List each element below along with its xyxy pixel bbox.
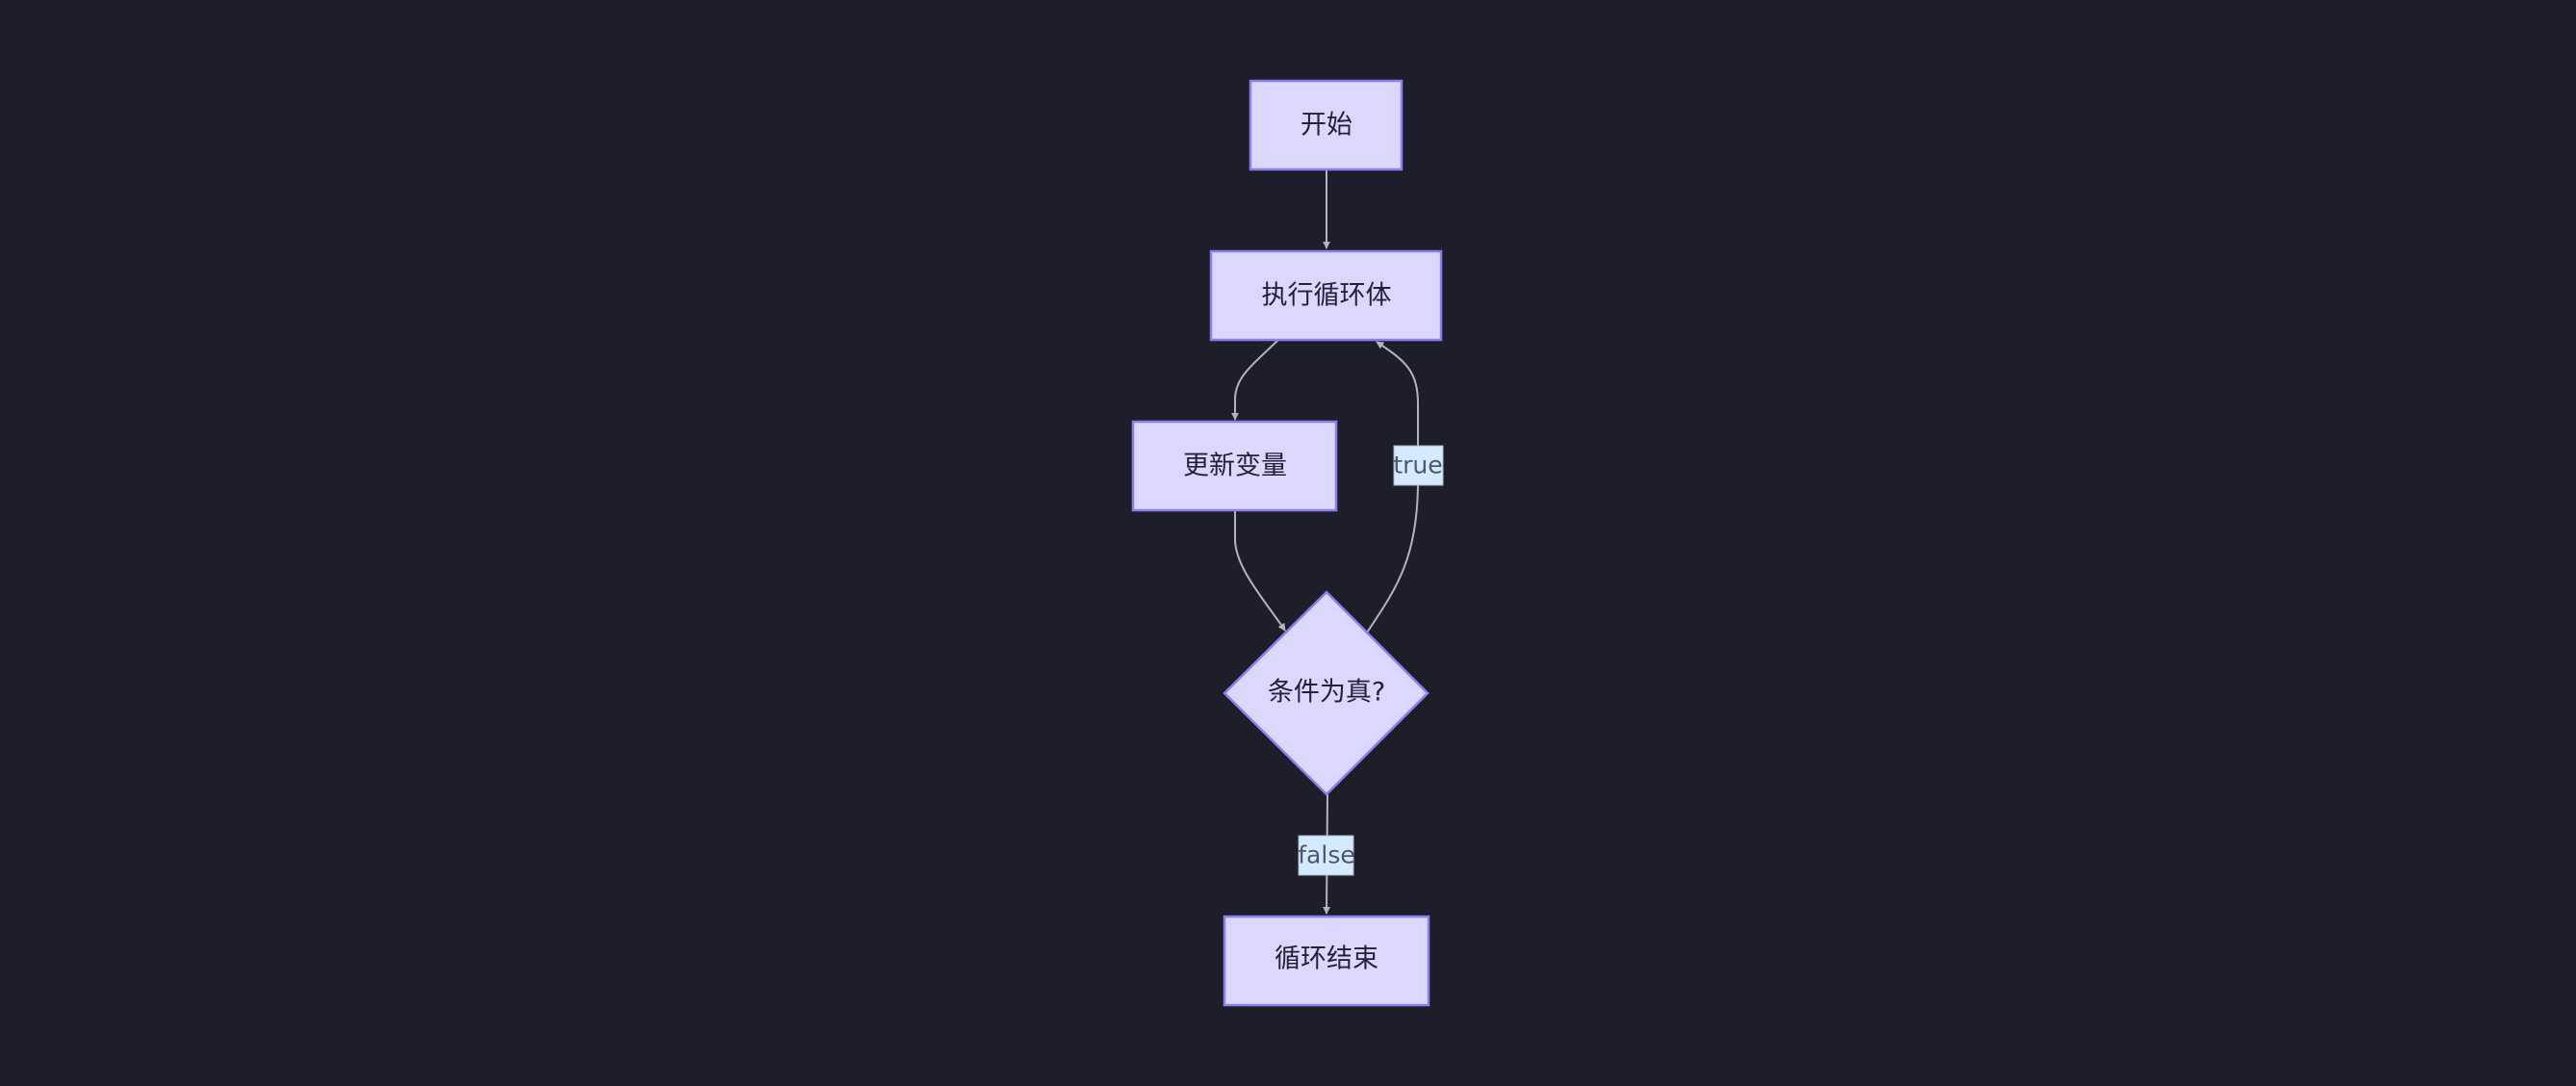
node-start-label: 开始 [1301,111,1352,141]
edge-label-true-text: true [1393,452,1442,479]
node-update-variable-label: 更新变量 [1183,452,1287,481]
node-loop-body-label: 执行循环体 [1262,281,1392,311]
edge-label-false: false [1298,835,1355,876]
node-loop-body[interactable]: 执行循环体 [1209,249,1443,342]
edge-label-false-text: false [1298,841,1354,869]
edge-label-true: true [1393,445,1444,486]
edge-condition-to-body-true [1366,341,1419,634]
node-start[interactable]: 开始 [1249,79,1404,171]
node-condition[interactable]: 条件为真? [1223,590,1430,796]
node-loop-end[interactable]: 循环结束 [1223,915,1430,1007]
node-loop-end-label: 循环结束 [1275,944,1378,974]
edge-body-to-update [1231,339,1279,421]
node-update-variable[interactable]: 更新变量 [1131,420,1338,512]
edge-update-to-condition [1234,510,1286,632]
node-condition-label: 条件为真? [1268,678,1385,708]
